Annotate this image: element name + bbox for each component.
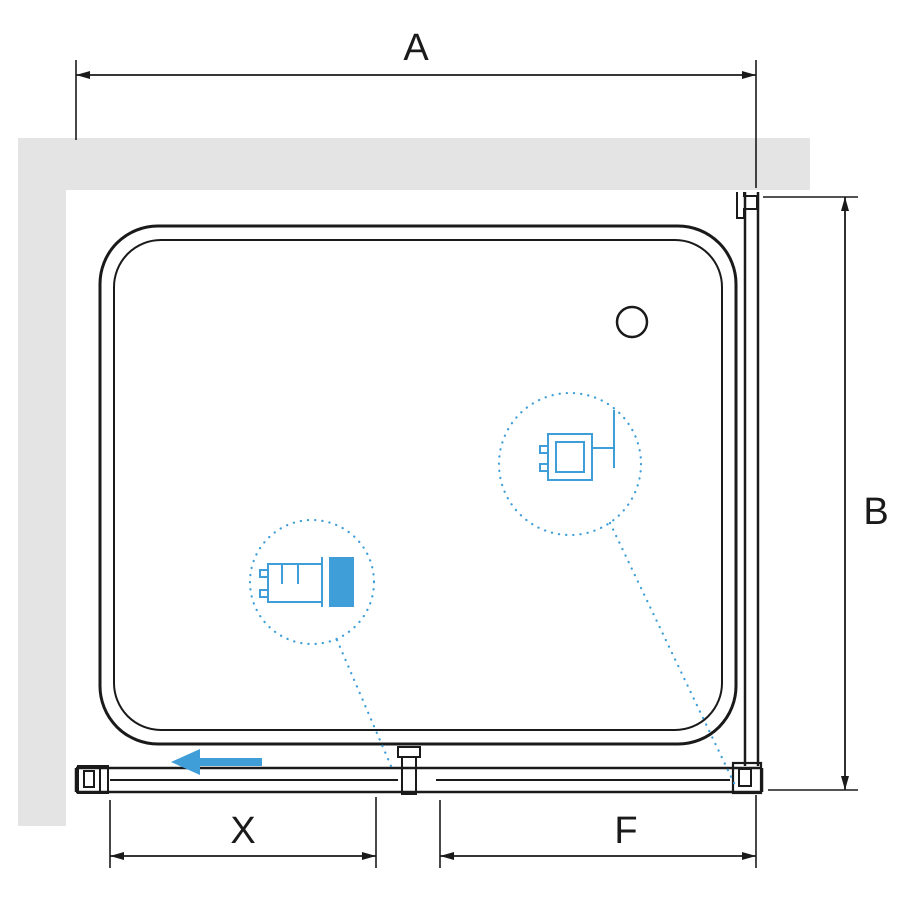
dimension-b: B [763, 196, 889, 791]
right-bracket-inner [738, 768, 752, 787]
corner-profile-hooks [539, 445, 548, 472]
right-frame-profile [736, 192, 760, 766]
wall-profile-callout-circle [248, 518, 376, 646]
wall-profile-hooks [259, 569, 268, 598]
corner-profile-callout-circle [497, 391, 643, 537]
shower-tray-outer-edge [98, 224, 738, 746]
wall-profile-detail [259, 557, 354, 607]
walls [18, 138, 810, 826]
right-bracket-outline [731, 761, 763, 795]
dimension-b-label: B [863, 491, 888, 533]
shower-tray [98, 224, 738, 746]
top-wall [18, 138, 810, 190]
left-profile-outline [77, 765, 109, 794]
right-corner-bracket [731, 761, 763, 795]
center-guide-top [397, 746, 421, 758]
slide-direction-arrow-icon [171, 749, 262, 775]
left-profile-inner [83, 770, 95, 788]
dimension-f-label: F [614, 810, 637, 852]
dimension-f: F [439, 795, 757, 868]
left-wall-profile [77, 765, 109, 794]
dimension-x: X [109, 797, 377, 868]
center-guide-bracket [397, 746, 421, 795]
top-wall-bracket [736, 192, 758, 219]
dimension-a-label: A [403, 27, 429, 69]
dimension-a: A [75, 27, 757, 188]
left-wall [18, 138, 66, 826]
corner-profile-inner [555, 441, 585, 473]
corner-profile-detail [539, 410, 615, 481]
corner-profile-outer [547, 433, 593, 481]
wall-profile-outline [267, 563, 323, 603]
bottom-rail [74, 746, 764, 795]
drain-circle [615, 305, 649, 339]
wall-profile-leader-line [335, 638, 393, 768]
dimension-x-label: X [230, 810, 255, 852]
corner-profile-leader-line [608, 521, 737, 787]
detail-callouts [248, 391, 737, 787]
center-guide-body [401, 756, 417, 795]
shower-tray-inner-edge [113, 239, 723, 731]
wall-profile-filled-block [329, 557, 354, 607]
